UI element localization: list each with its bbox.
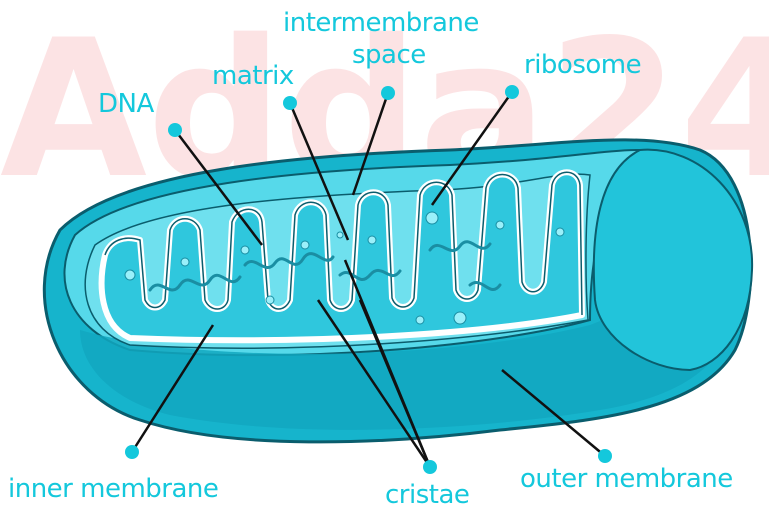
- label-dna: DNA: [98, 91, 154, 117]
- label-matrix: matrix: [212, 63, 294, 89]
- dot-cristae: [423, 460, 437, 474]
- dot-dna: [168, 123, 182, 137]
- label-outer-membrane: outer membrane: [520, 466, 733, 492]
- ribosome-dot: [426, 212, 438, 224]
- ribosome-dot: [241, 246, 249, 254]
- dot-intermembrane: [381, 86, 395, 100]
- label-ribosome: ribosome: [524, 52, 641, 78]
- ribosome-dot: [496, 221, 504, 229]
- ribosome-dot: [125, 270, 135, 280]
- ribosome-dot: [368, 236, 376, 244]
- ribosome-dot: [181, 258, 189, 266]
- dot-inner-membrane: [125, 445, 139, 459]
- label-cristae: cristae: [385, 482, 469, 508]
- dot-outer-membrane: [598, 449, 612, 463]
- ribosome-dot: [266, 296, 274, 304]
- label-intermembrane-line1: intermembrane: [283, 10, 479, 36]
- ribosome-dot: [416, 316, 424, 324]
- ribosome-dot: [454, 312, 466, 324]
- ribosome-dot: [337, 232, 343, 238]
- dot-matrix: [283, 96, 297, 110]
- dot-ribosome: [505, 85, 519, 99]
- label-inner-membrane: inner membrane: [8, 476, 218, 502]
- ribosome-dot: [301, 241, 309, 249]
- ribosome-dot: [556, 228, 564, 236]
- label-intermembrane-line2: space: [352, 42, 426, 68]
